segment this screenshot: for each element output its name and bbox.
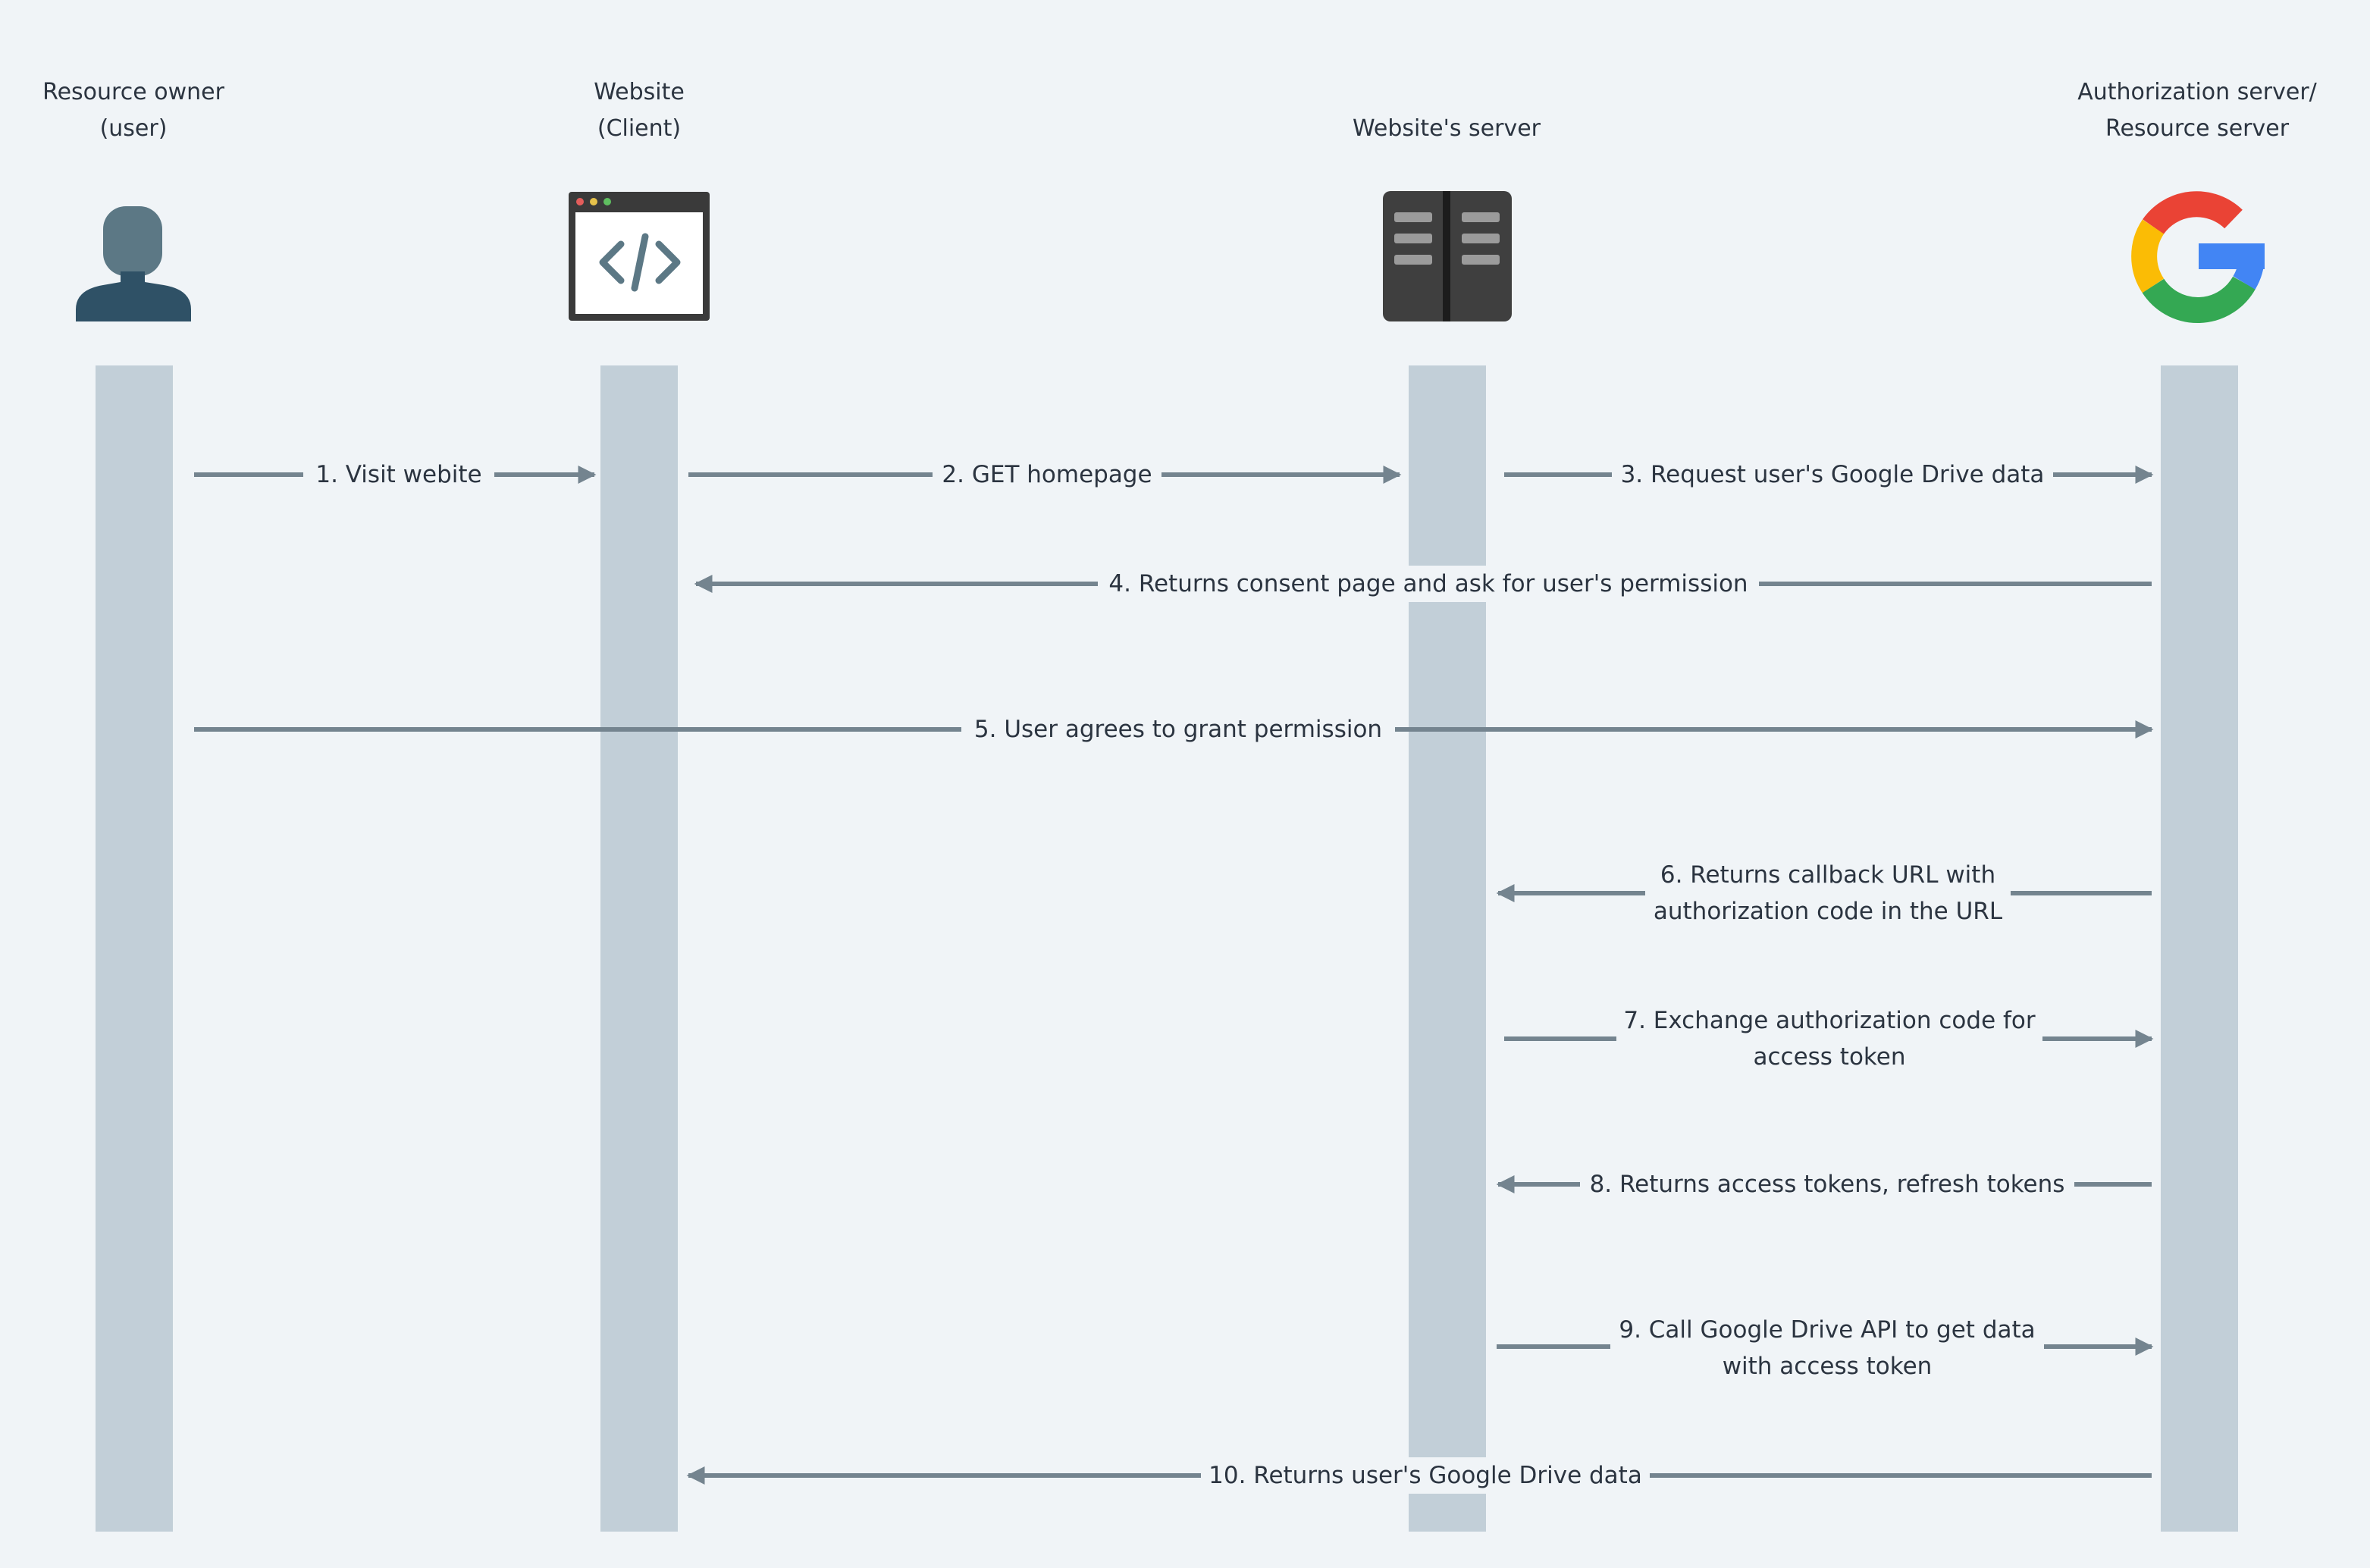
message-4-label: 4. Returns consent page and ask for user… (1098, 566, 1759, 602)
message-2-label: 2. GET homepage (933, 456, 1161, 493)
lifeline-authorization-server (2161, 365, 2238, 1532)
lifeline-website-client (600, 365, 678, 1532)
message-7-label: 7. Exchange authorization code for acces… (1616, 1002, 2042, 1075)
message-3-label: 3. Request user's Google Drive data (1612, 456, 2053, 493)
actor-label-website-client: Website (Client) (594, 79, 685, 142)
message-5-label: 5. User agrees to grant permission (961, 711, 1395, 748)
lifeline-website-server (1409, 365, 1486, 1532)
message-8-label: 8. Returns access tokens, refresh tokens (1580, 1166, 2074, 1203)
actor-label-website-server: Website's server (1353, 115, 1541, 142)
server-icon (1383, 191, 1512, 321)
message-10-label: 10. Returns user's Google Drive data (1201, 1457, 1650, 1494)
code-window-icon (569, 192, 710, 321)
lifeline-resource-owner (96, 365, 173, 1532)
user-icon (76, 206, 191, 321)
actor-label-resource-owner: Resource owner (user) (42, 79, 224, 142)
message-9-label: 9. Call Google Drive API to get data wit… (1610, 1312, 2044, 1385)
actor-label-authorization-server: Authorization server/ Resource server (2077, 79, 2317, 142)
message-1-label: 1. Visit webite (303, 456, 494, 493)
google-logo-icon (2131, 191, 2265, 324)
message-6-label: 6. Returns callback URL with authorizati… (1645, 857, 2011, 930)
